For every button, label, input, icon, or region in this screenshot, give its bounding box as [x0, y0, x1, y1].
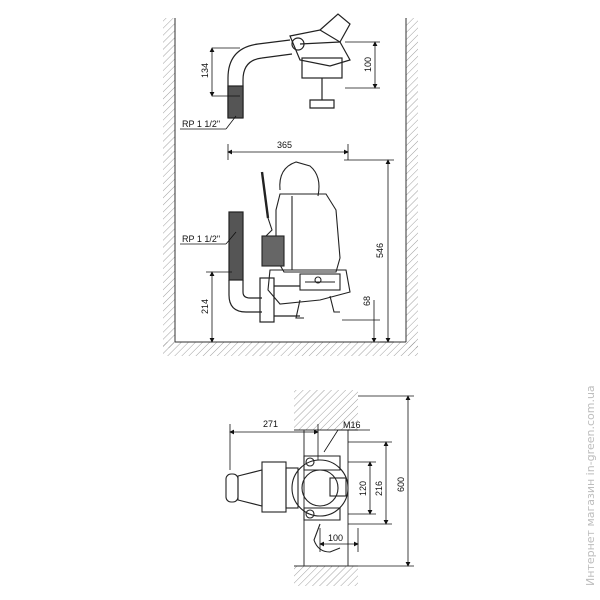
dim-100-top-group	[345, 41, 380, 89]
guide-pipe-middle	[228, 211, 300, 323]
dim-68: 68	[362, 296, 372, 306]
pit-walls	[163, 18, 418, 356]
plan-pump	[225, 455, 349, 553]
thread-mid-leader	[180, 231, 237, 245]
dim-214: 214	[200, 299, 210, 314]
plan-walls	[294, 390, 358, 586]
dim-546-group	[344, 159, 394, 343]
dim-600-group	[358, 395, 414, 567]
dim-365-group	[227, 144, 349, 160]
bolt-label: M16	[343, 420, 361, 430]
dim-68-group	[342, 300, 380, 343]
dim-120-group	[348, 461, 376, 515]
dim-120: 120	[358, 481, 368, 496]
dim-600: 600	[396, 477, 406, 492]
dim-100-bottom: 100	[328, 533, 343, 543]
dim-134-group	[209, 47, 240, 97]
guide-pipe-top	[227, 13, 351, 119]
dim-214-group	[206, 271, 232, 343]
watermark: Интернет магазин in-green.com.ua	[584, 385, 597, 586]
dim-100-bottom-group	[319, 528, 359, 552]
pump-body	[260, 161, 351, 319]
dim-100-top: 100	[363, 57, 373, 72]
thread-mid-label: RP 1 1/2"	[182, 234, 220, 244]
dim-365: 365	[277, 140, 292, 150]
dim-216-group	[348, 441, 392, 525]
thread-top-label: RP 1 1/2"	[182, 119, 220, 129]
bolt-leader	[323, 429, 370, 453]
dim-134: 134	[200, 63, 210, 78]
dim-271: 271	[263, 419, 278, 429]
dim-546: 546	[375, 243, 385, 258]
thread-top-leader	[180, 115, 237, 130]
dim-216: 216	[374, 481, 384, 496]
dim-271-group	[229, 424, 319, 470]
